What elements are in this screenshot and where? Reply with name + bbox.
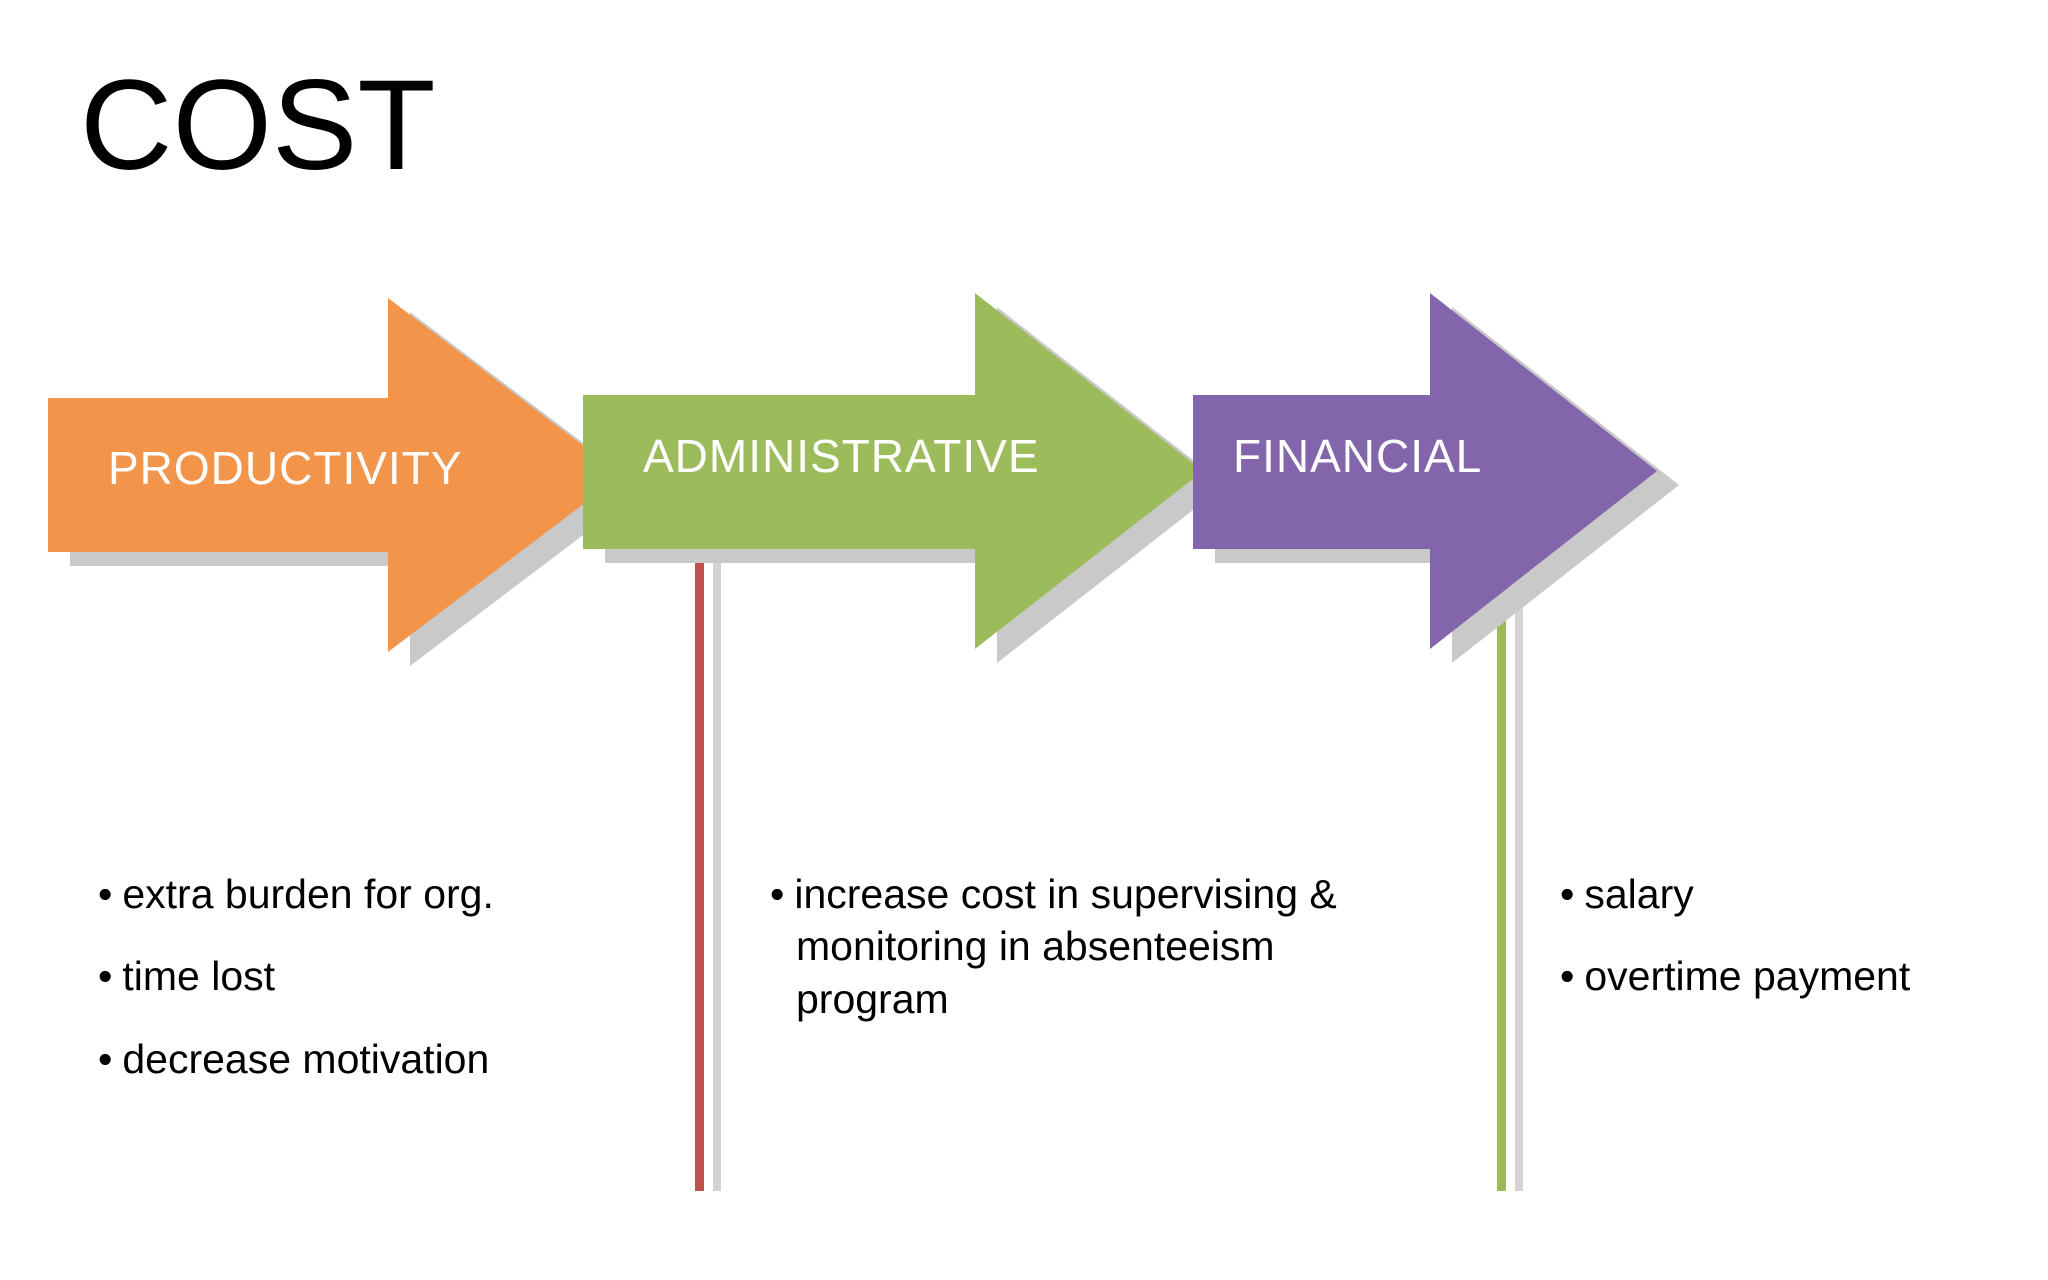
divider-2	[1497, 403, 1506, 1191]
productivity-points: •extra burden for org. •time lost •decre…	[98, 868, 618, 1085]
arrow-administrative-shape	[583, 293, 1225, 663]
arrow-administrative[interactable]: ADMINISTRATIVE	[575, 285, 1225, 663]
list-item: •salary	[1560, 868, 1980, 920]
list-item: •overtime payment	[1560, 950, 1980, 1002]
bullet-icon: •	[770, 871, 785, 917]
bullet-icon: •	[1560, 953, 1575, 1000]
list-item: •increase cost in supervising & monitori…	[770, 868, 1410, 1025]
arrow-productivity[interactable]: PRODUCTIVITY	[40, 290, 644, 666]
list-item-text: increase cost in supervising & monitorin…	[794, 871, 1337, 1022]
list-item-text: overtime payment	[1584, 953, 1911, 1000]
arrow-productivity-body	[48, 298, 622, 652]
bullet-icon: •	[98, 1035, 113, 1082]
list-item-text: decrease motivation	[122, 1035, 490, 1082]
arrow-productivity-label: PRODUCTIVITY	[108, 442, 463, 494]
bullet-icon: •	[98, 953, 113, 1000]
bullet-icon: •	[1560, 871, 1575, 917]
arrow-administrative-label: ADMINISTRATIVE	[643, 430, 1040, 482]
list-item: •decrease motivation	[98, 1033, 618, 1085]
arrow-productivity-shape	[48, 298, 644, 666]
arrow-financial[interactable]: FINANCIAL	[1185, 285, 2048, 663]
list-item-text: extra burden for org.	[122, 871, 494, 917]
arrow-financial-body	[1193, 293, 1657, 649]
bullet-icon: •	[98, 871, 113, 917]
list-item-text: time lost	[122, 953, 276, 1000]
arrow-financial-shape	[1193, 293, 1679, 663]
divider-2-shadow	[1515, 413, 1523, 1191]
arrow-administrative-body	[583, 293, 1203, 649]
divider-1	[695, 403, 704, 1191]
list-item: •extra burden for org.	[98, 868, 618, 920]
list-item: •time lost	[98, 950, 618, 1002]
list-item-text: salary	[1584, 871, 1694, 917]
page-title: COST	[80, 54, 436, 197]
divider-1-shadow	[713, 413, 721, 1191]
financial-points: •salary •overtime payment	[1560, 868, 1980, 1003]
administrative-points: •increase cost in supervising & monitori…	[770, 868, 1410, 1025]
arrow-financial-label: FINANCIAL	[1233, 430, 1483, 482]
